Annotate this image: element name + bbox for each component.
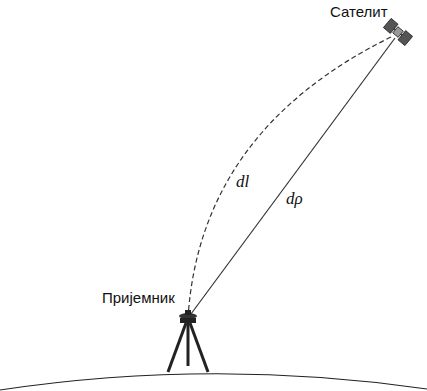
straight-path-label: dρ [286,190,303,209]
earth-surface [0,374,427,390]
curved-path-label: dl [236,173,249,192]
straight-path [188,38,395,318]
receiver-tripod [168,310,208,372]
satellite-icon [383,18,412,45]
receiver-label: Пријемник [102,290,175,307]
satellite-label: Сателит [330,4,388,21]
